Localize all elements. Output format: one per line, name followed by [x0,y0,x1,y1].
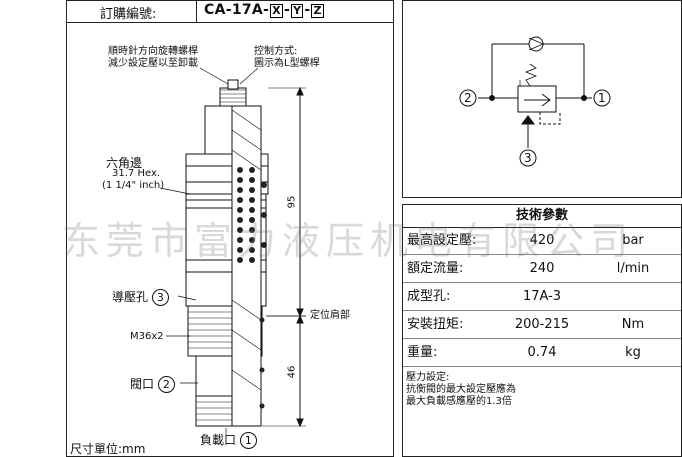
spec-row-unit: l/min [616,261,650,276]
valve-port-text: 閥口 [130,377,155,391]
order-code-prefix: CA-17A- [204,2,270,18]
pressure-note-line2: 最大負載感應壓的1.3倍 [406,396,512,407]
pilot-port-text: 導壓孔 [112,290,149,304]
schematic-port-1: 1 [598,91,606,105]
order-code: CA-17A-X-Y-Z [204,2,325,18]
valve-port-label: 閥口 2 [130,375,175,393]
spec-row-value: 17A-3 [522,289,562,304]
hex-label: 六角邊 [106,156,143,170]
order-code-x: X [270,4,283,18]
spec-row-label: 重量: [407,345,438,360]
spec-row-label: 額定流量: [407,261,464,276]
spec-row-unit [585,283,681,310]
hex-size-inch: (1 1/4" inch) [102,180,165,191]
spec-row-value: 420 [529,233,555,248]
pilot-port-label: 導壓孔 3 [112,288,169,306]
pressure-note-line1: 抗衡閥的最大設定壓應為 [406,384,516,395]
valve-port-number: 2 [157,376,175,393]
hex-size: 31.7 Hex. [112,168,161,179]
schematic-port-2: 2 [464,91,472,105]
spec-row-label: 最高設定壓: [407,233,477,248]
spec-row: 成型孔: 17A-3 [403,283,681,311]
spec-row-value: 0.74 [527,345,557,360]
spec-row-label: 安裝扭矩: [407,317,464,332]
spec-title-row: 技術參數 [403,205,681,228]
spec-title: 技術參數 [515,208,568,223]
spec-row-unit: Nm [621,317,645,332]
unit-note: 尺寸單位:mm [70,442,146,456]
hydraulic-schematic [459,36,611,167]
adjust-note-line1: 順時針方向旋轉螺桿 [108,46,198,57]
order-code-sep1: - [283,2,291,18]
spec-table: 最高設定壓: 420 bar 額定流量: 240 l/min 成型孔: 17A-… [403,227,681,367]
control-note-line1: 控制方式: [254,46,298,57]
locating-shoulder-label: 定位肩部 [310,310,350,321]
load-port-text: 負載口 [200,433,237,447]
load-port-label: 負載口 1 [200,431,257,449]
order-code-z: Z [311,4,324,18]
load-port-number: 1 [239,432,257,449]
thread-size: M36x2 [130,331,164,342]
schematic-port-3: 3 [524,151,532,165]
spec-row: 額定流量: 240 l/min [403,255,681,283]
order-row-divider [196,0,197,22]
spec-row-unit: kg [625,345,641,360]
order-code-sep2: - [304,2,311,18]
spec-row: 最高設定壓: 420 bar [403,227,681,255]
control-note-line2: 圖示為L型螺桿 [254,58,320,69]
cartridge-valve-drawing [159,67,306,436]
spec-row-value: 240 [529,261,555,276]
dimension-46: 46 [286,365,298,379]
pilot-port-number: 3 [151,289,169,306]
spec-row-unit: bar [622,233,644,248]
spec-row: 重量: 0.74 kg [403,339,681,367]
order-label: 訂購編號: [100,7,157,22]
spec-row: 安裝扭矩: 200-215 Nm [403,311,681,339]
company-watermark: 东莞市富力液压机电有限公司 [62,219,635,263]
pressure-note-title: 壓力設定: [406,372,450,383]
order-code-y: Y [291,4,304,18]
spec-row-label: 成型孔: [407,289,451,304]
adjust-note-line2: 減少設定壓以至卸載 [108,58,198,69]
order-row-border [66,22,394,23]
spec-row-value: 200-215 [514,317,570,332]
